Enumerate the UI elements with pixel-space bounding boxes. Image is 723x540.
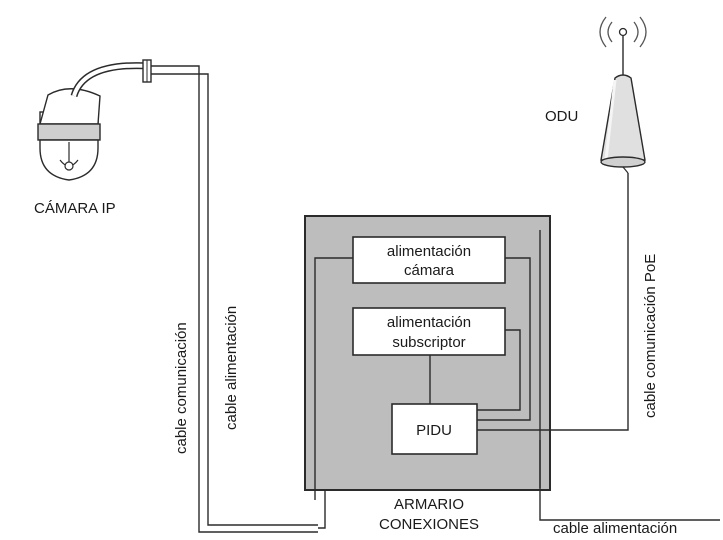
pidu-label: PIDU <box>416 422 452 439</box>
cable-poe-label: cable comunicación PoE <box>642 254 659 418</box>
subscriber-power-line1: alimentación <box>387 314 471 331</box>
subscriber-power-box: alimentación subscriptor <box>352 307 506 356</box>
cable-power-label: cable alimentación <box>223 306 240 430</box>
camera-power-line2: cámara <box>404 262 455 279</box>
wall-connector <box>142 59 152 83</box>
camera-power-box: alimentación cámara <box>352 236 506 284</box>
subscriber-power-line2: subscriptor <box>392 334 465 351</box>
cabinet-label-line1: ARMARIO <box>394 496 464 513</box>
antenna-icon <box>599 16 647 174</box>
camera-label: CÁMARA IP <box>34 200 116 217</box>
odu-label: ODU <box>545 108 578 125</box>
cable-power-out-label: cable alimentación <box>553 520 677 537</box>
dome-camera-icon <box>37 62 151 181</box>
cabinet-wiring <box>314 173 720 521</box>
cabinet-label-line2: CONEXIONES <box>379 516 479 533</box>
camera-power-line1: alimentación <box>387 243 471 260</box>
pidu-box: PIDU <box>391 403 478 455</box>
cable-communication-label: cable comunicación <box>173 322 190 454</box>
